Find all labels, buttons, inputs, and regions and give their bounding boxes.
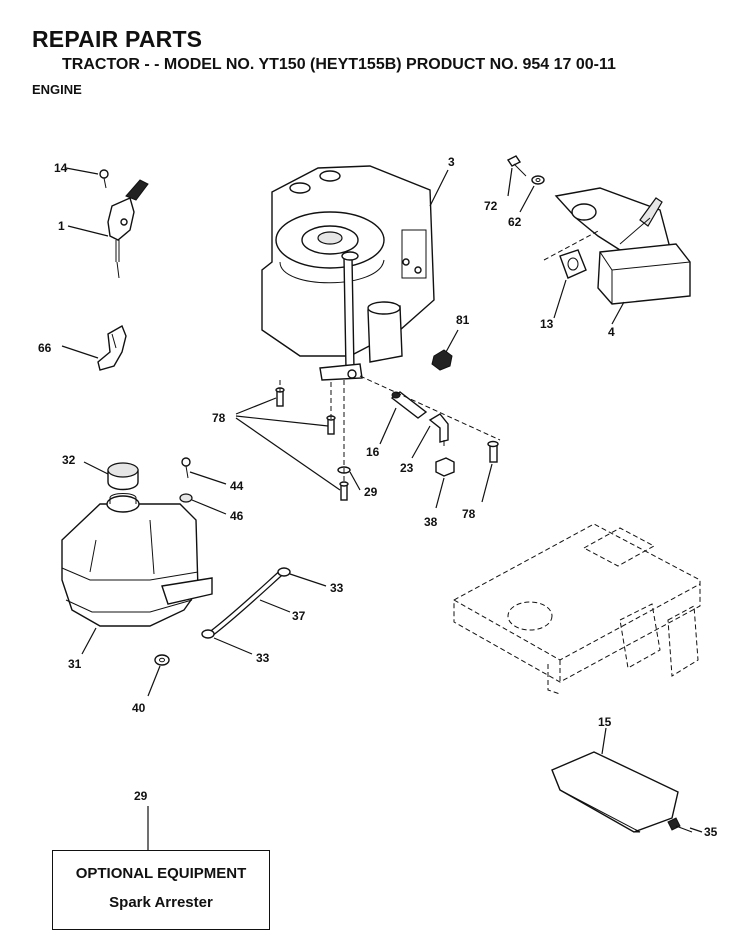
- label-part-4: 4: [608, 325, 615, 339]
- part-14-fitting: [390, 391, 428, 419]
- part-15-elbow: [428, 413, 449, 446]
- page-subtitle: TRACTOR - - MODEL NO. YT150 (HEYT155B) P…: [62, 56, 616, 73]
- optional-equipment-item: Spark Arrester: [109, 894, 213, 911]
- part-13-gasket: [559, 249, 587, 279]
- part-40-bushing: [154, 654, 170, 666]
- part-72-bolt: [506, 155, 527, 177]
- optional-equipment-box: OPTIONAL EQUIPMENT Spark Arrester: [52, 850, 270, 930]
- part-2-screw: [99, 169, 109, 189]
- label-part-35: 35: [704, 825, 718, 839]
- part-23-shield: [551, 751, 679, 833]
- label-part-33-lower: 33: [256, 651, 270, 665]
- label-part-62: 62: [508, 215, 522, 229]
- part-66-clip: [97, 324, 127, 371]
- label-part-46: 46: [230, 509, 244, 523]
- label-part-44: 44: [230, 479, 244, 493]
- exhaust-dash-line: [543, 229, 601, 261]
- label-part-78-frame: 78: [462, 507, 476, 521]
- label-part-31: 31: [68, 657, 82, 671]
- page-title: REPAIR PARTS: [32, 26, 203, 52]
- part-78-bolt-d: [487, 440, 499, 463]
- label-part-13: 13: [540, 317, 554, 331]
- part-62-washer: [531, 175, 545, 185]
- label-part-23: 15: [598, 715, 612, 729]
- label-part-15: 23: [400, 461, 414, 475]
- part-31-fuel-tank: [61, 493, 213, 627]
- label-part-72: 72: [484, 199, 498, 213]
- label-part-81: 81: [456, 313, 470, 327]
- label-part-16: 29: [364, 485, 378, 499]
- label-part-66: 66: [38, 341, 52, 355]
- part-33-clamp-upper: [277, 567, 291, 577]
- label-part-78-engine: 78: [212, 411, 226, 425]
- tractor-frame-reference: [453, 523, 701, 695]
- part-32-fuel-cap: [107, 462, 139, 491]
- label-part-2: 14: [54, 161, 68, 175]
- part-4-muffler: [554, 187, 691, 305]
- part-44-screw: [181, 457, 191, 479]
- part-81-nut: [431, 349, 453, 371]
- leader-lines: [61, 167, 703, 850]
- part-46-washer: [179, 493, 193, 503]
- label-part-38: 38: [424, 515, 438, 529]
- label-part-32: 32: [62, 453, 76, 467]
- label-part-37: 37: [292, 609, 306, 623]
- part-78-bolt-c: [339, 481, 349, 501]
- label-part-1: 1: [58, 219, 65, 233]
- part-38-nut: [435, 457, 455, 477]
- label-part-40: 40: [132, 701, 146, 715]
- section-title: ENGINE: [32, 82, 82, 97]
- optional-equipment-title: OPTIONAL EQUIPMENT: [75, 865, 247, 882]
- part-37-fuel-line: [206, 569, 285, 639]
- part-3-engine: [261, 165, 435, 381]
- label-part-14: 16: [366, 445, 380, 459]
- part-1-throttle-control: [107, 179, 149, 279]
- label-part-33-upper: 33: [330, 581, 344, 595]
- label-part-3: 3: [448, 155, 455, 169]
- part-35-screw: [667, 817, 693, 833]
- part-33-clamp-lower: [201, 629, 215, 639]
- label-part-29: 29: [134, 789, 148, 803]
